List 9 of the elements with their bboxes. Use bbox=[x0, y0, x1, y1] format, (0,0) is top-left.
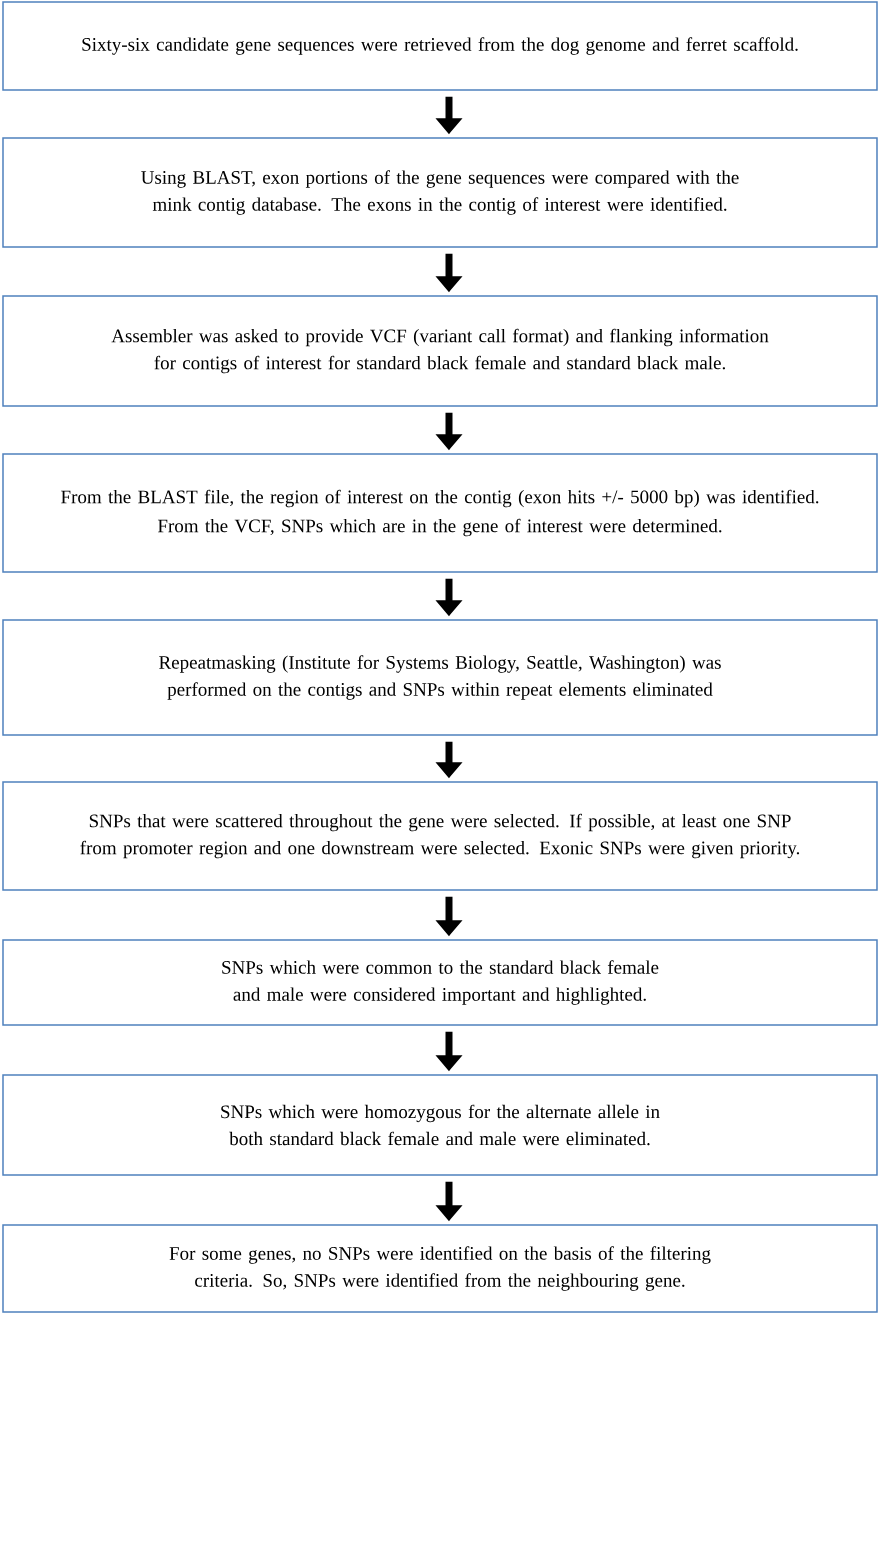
process-box: Repeatmasking (Institute for Systems Biology, Seattle, Washington) was performed on the contigs and SNPs within repeat elements eliminated bbox=[2, 619, 878, 736]
process-box: SNPs that were scattered throughout the gene were selected. If possible, at least one SNP from promoter region and one downstream were selected. Exonic SNPs were given priority. bbox=[2, 781, 878, 891]
process-box: Using BLAST, exon portions of the gene sequences were compared with the mink contig database. The exons in the contig of interest were identified. bbox=[2, 137, 878, 248]
process-box: From the BLAST file, the region of interest on the contig (exon hits +/- 5000 bp) was identified. From the VCF, SNPs which are in the gene of interest were determined. bbox=[2, 453, 878, 573]
process-box: For some genes, no SNPs were identified on the basis of the filtering criteria. So, SNPs were identified from the neighbouring gene. bbox=[2, 1224, 878, 1313]
process-box: SNPs which were common to the standard black female and male were considered important and highlighted. bbox=[2, 939, 878, 1026]
process-box: SNPs which were homozygous for the alternate allele in both standard black female and male were eliminated. bbox=[2, 1074, 878, 1176]
process-box: Assembler was asked to provide VCF (variant call format) and flanking information for contigs of interest for standard black female and standard black male. bbox=[2, 295, 878, 407]
process-box: Sixty-six candidate gene sequences were retrieved from the dog genome and ferret scaffold. bbox=[2, 1, 878, 91]
